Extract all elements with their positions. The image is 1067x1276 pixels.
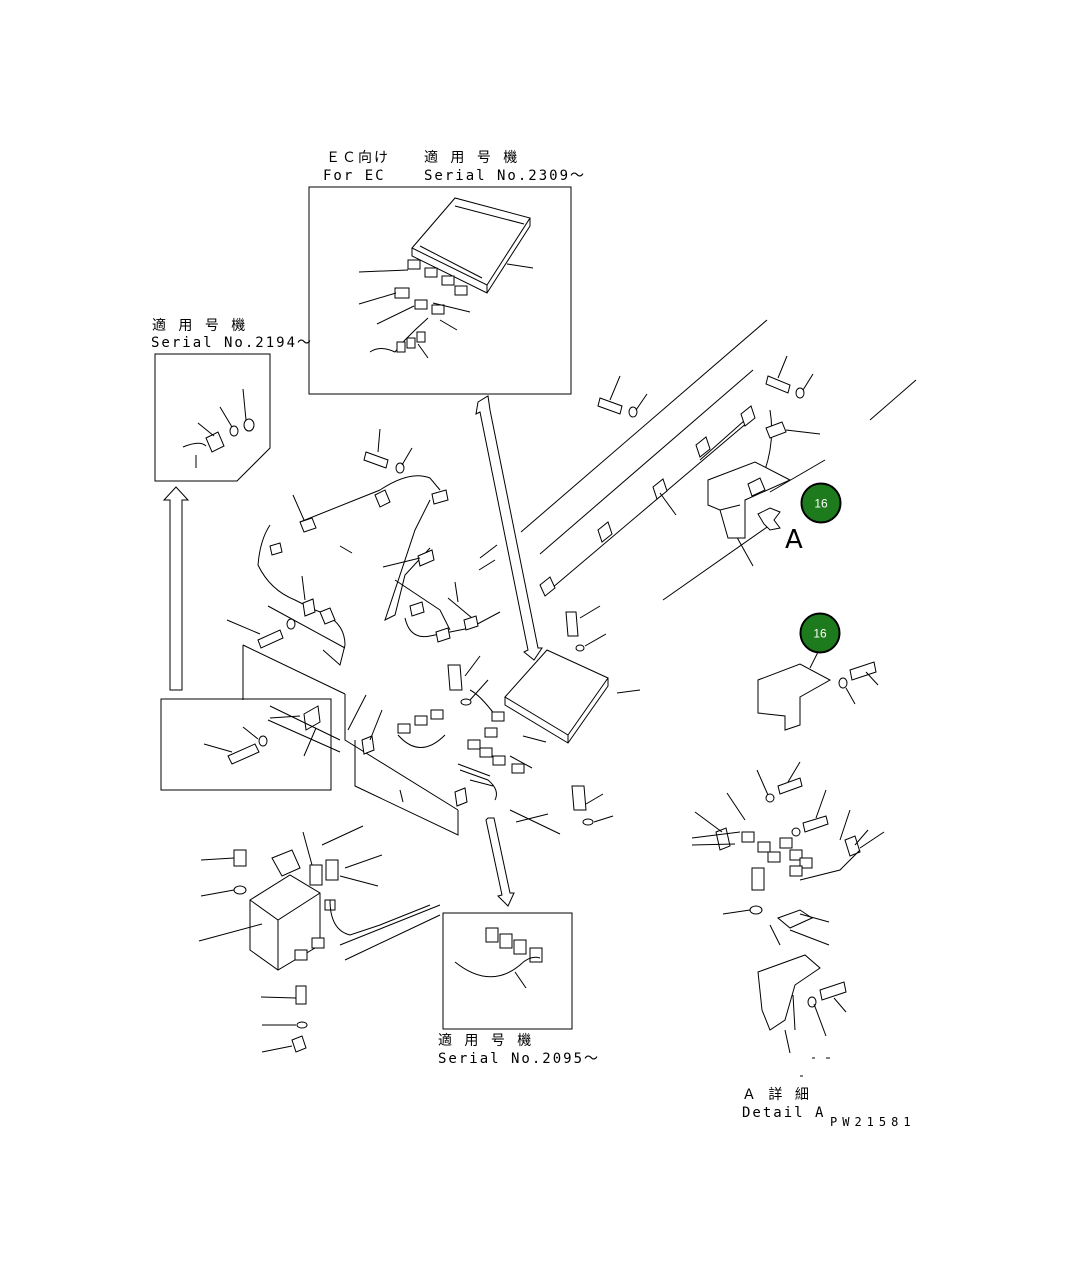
bolts	[257, 375, 805, 826]
serial-2309-jp: 適 用 号 機	[424, 149, 519, 166]
callout-badge-label: 16	[814, 497, 828, 511]
drawing-code: PW21581	[830, 1115, 916, 1129]
serial-2095-jp: 適 用 号 機	[438, 1032, 533, 1049]
left-lower-inset	[160, 698, 332, 791]
detail-a-en: Detail A	[742, 1105, 825, 1121]
relay-area	[198, 825, 441, 1053]
detail-a-jp: Ａ 詳 細	[742, 1087, 811, 1103]
cover-upper: A	[707, 461, 803, 555]
serial-2095-en: Serial No.2095～	[438, 1051, 600, 1067]
callout-badge-circle	[799, 612, 841, 654]
ec-note-jp: ＥＣ向け	[326, 150, 390, 166]
callout-badge-circle	[800, 482, 842, 524]
detail-a: Ａ 詳 細 Detail A	[691, 761, 885, 1121]
harness-clamps	[269, 405, 787, 807]
ec-note-en: For EC	[323, 168, 386, 184]
double-arrow	[475, 395, 543, 907]
controller-unit	[397, 649, 609, 835]
up-arrow	[162, 486, 190, 691]
callout-badge-label: 16	[813, 627, 827, 641]
ec-inset-frame	[308, 186, 572, 395]
callout-badge-16-upper[interactable]: 16	[800, 482, 842, 524]
ec-inset: ＥＣ向け For EC 適 用 号 機 Serial No.2309～	[308, 149, 586, 395]
serial-2095-inset: 適 用 号 機 Serial No.2095～	[438, 912, 600, 1067]
serial-2194-jp: 適 用 号 機	[152, 317, 247, 334]
serial-2095-frame	[442, 912, 573, 1030]
main-harness	[242, 319, 917, 836]
view-letter: A	[785, 525, 803, 555]
serial-2194-en: Serial No.2194～	[151, 335, 313, 351]
serial-2194-frame	[154, 353, 271, 482]
cover-lower	[757, 647, 879, 731]
main-leaders	[226, 355, 826, 823]
serial-2309-en: Serial No.2309～	[424, 168, 586, 184]
serial-2194-inset: 適 用 号 機 Serial No.2194～	[151, 317, 313, 482]
callout-badge-16-lower[interactable]: 16	[799, 612, 841, 654]
